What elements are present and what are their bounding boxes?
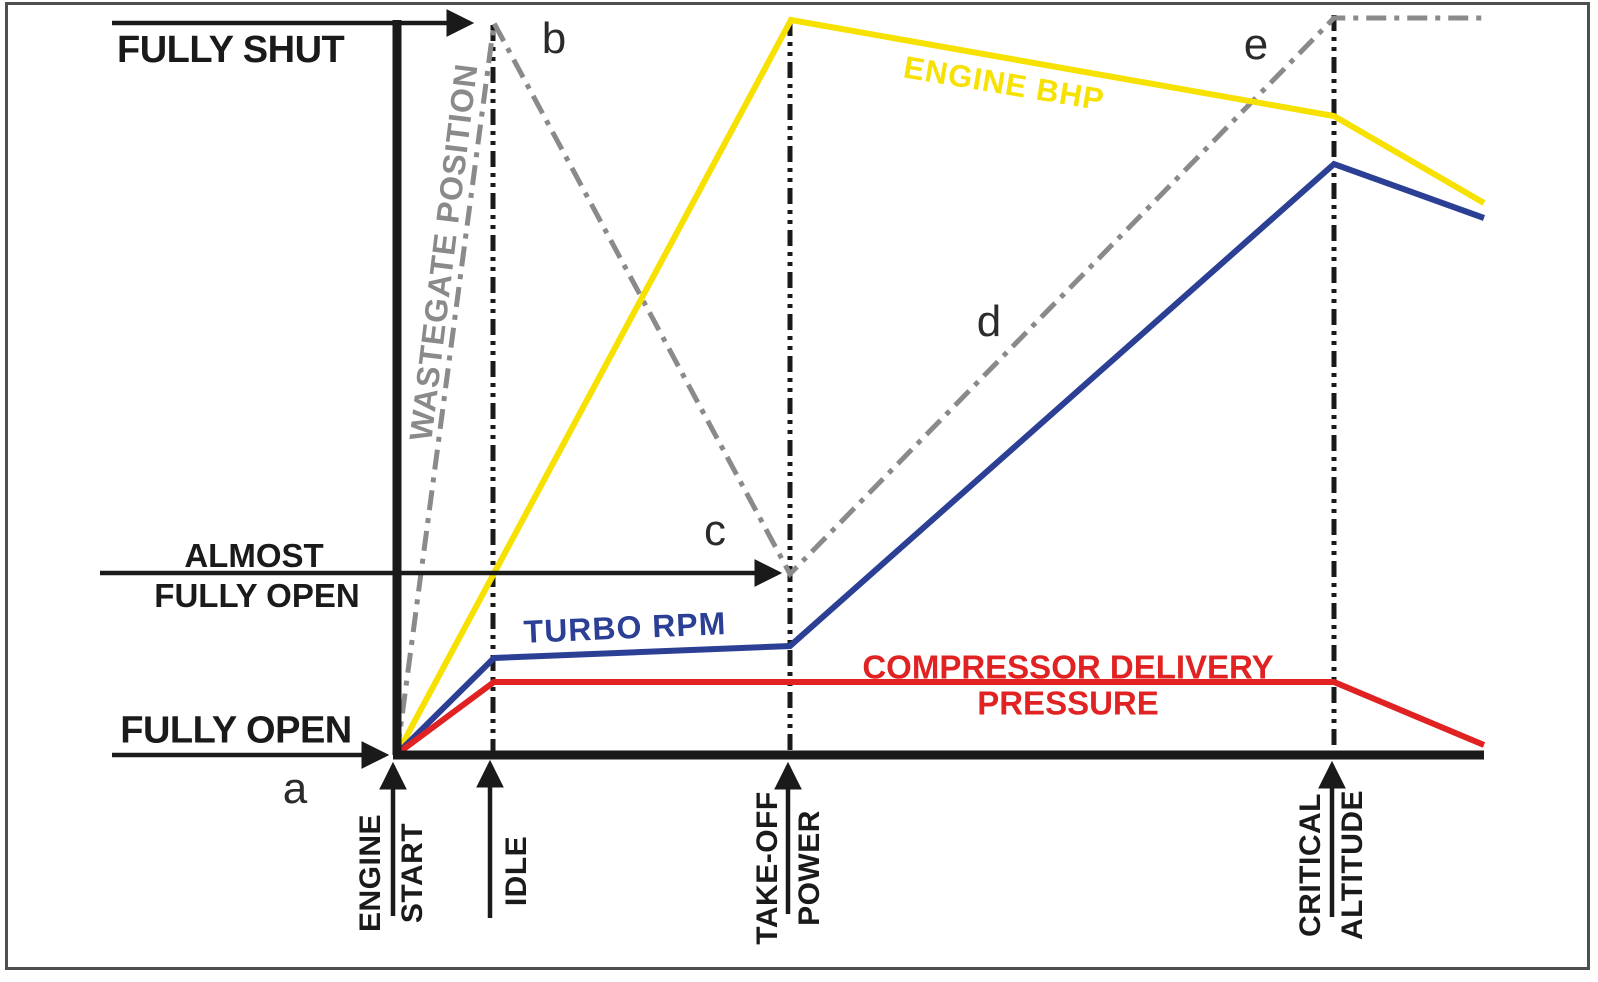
almost-fully-open-label-line1: ALMOST — [184, 537, 324, 574]
x-label-idle: IDLE — [500, 835, 533, 907]
point-label-b: b — [541, 14, 567, 63]
series-engine-bhp — [394, 16, 1486, 756]
point-label-a: a — [282, 764, 308, 813]
reference-arrows — [100, 9, 1346, 918]
x-label-takeoff-power: TAKE-OFF POWER — [751, 791, 826, 945]
almost-fully-open-label-line2: FULLY OPEN — [154, 577, 360, 614]
event-guide-lines — [490, 15, 1337, 751]
point-label-c: c — [704, 506, 726, 555]
compressor-delivery-pressure-label: COMPRESSOR DELIVERY PRESSURE — [862, 648, 1274, 721]
series-compressor-delivery-pressure — [395, 679, 1486, 757]
fully-shut-label: FULLY SHUT — [117, 29, 345, 71]
point-label-d: d — [976, 297, 1002, 346]
point-label-e: e — [1243, 20, 1269, 69]
series-wastegate-position — [394, 14, 1484, 755]
axes — [392, 20, 1484, 760]
x-label-critical-altitude: CRITICAL ALTITUDE — [1294, 789, 1369, 941]
fully-open-label: FULLY OPEN — [120, 709, 352, 752]
data-series-lines — [394, 14, 1486, 757]
series-turbo-rpm — [394, 160, 1486, 757]
figure-frame — [5, 2, 1590, 970]
x-label-engine-start: ENGINE START — [354, 813, 429, 933]
